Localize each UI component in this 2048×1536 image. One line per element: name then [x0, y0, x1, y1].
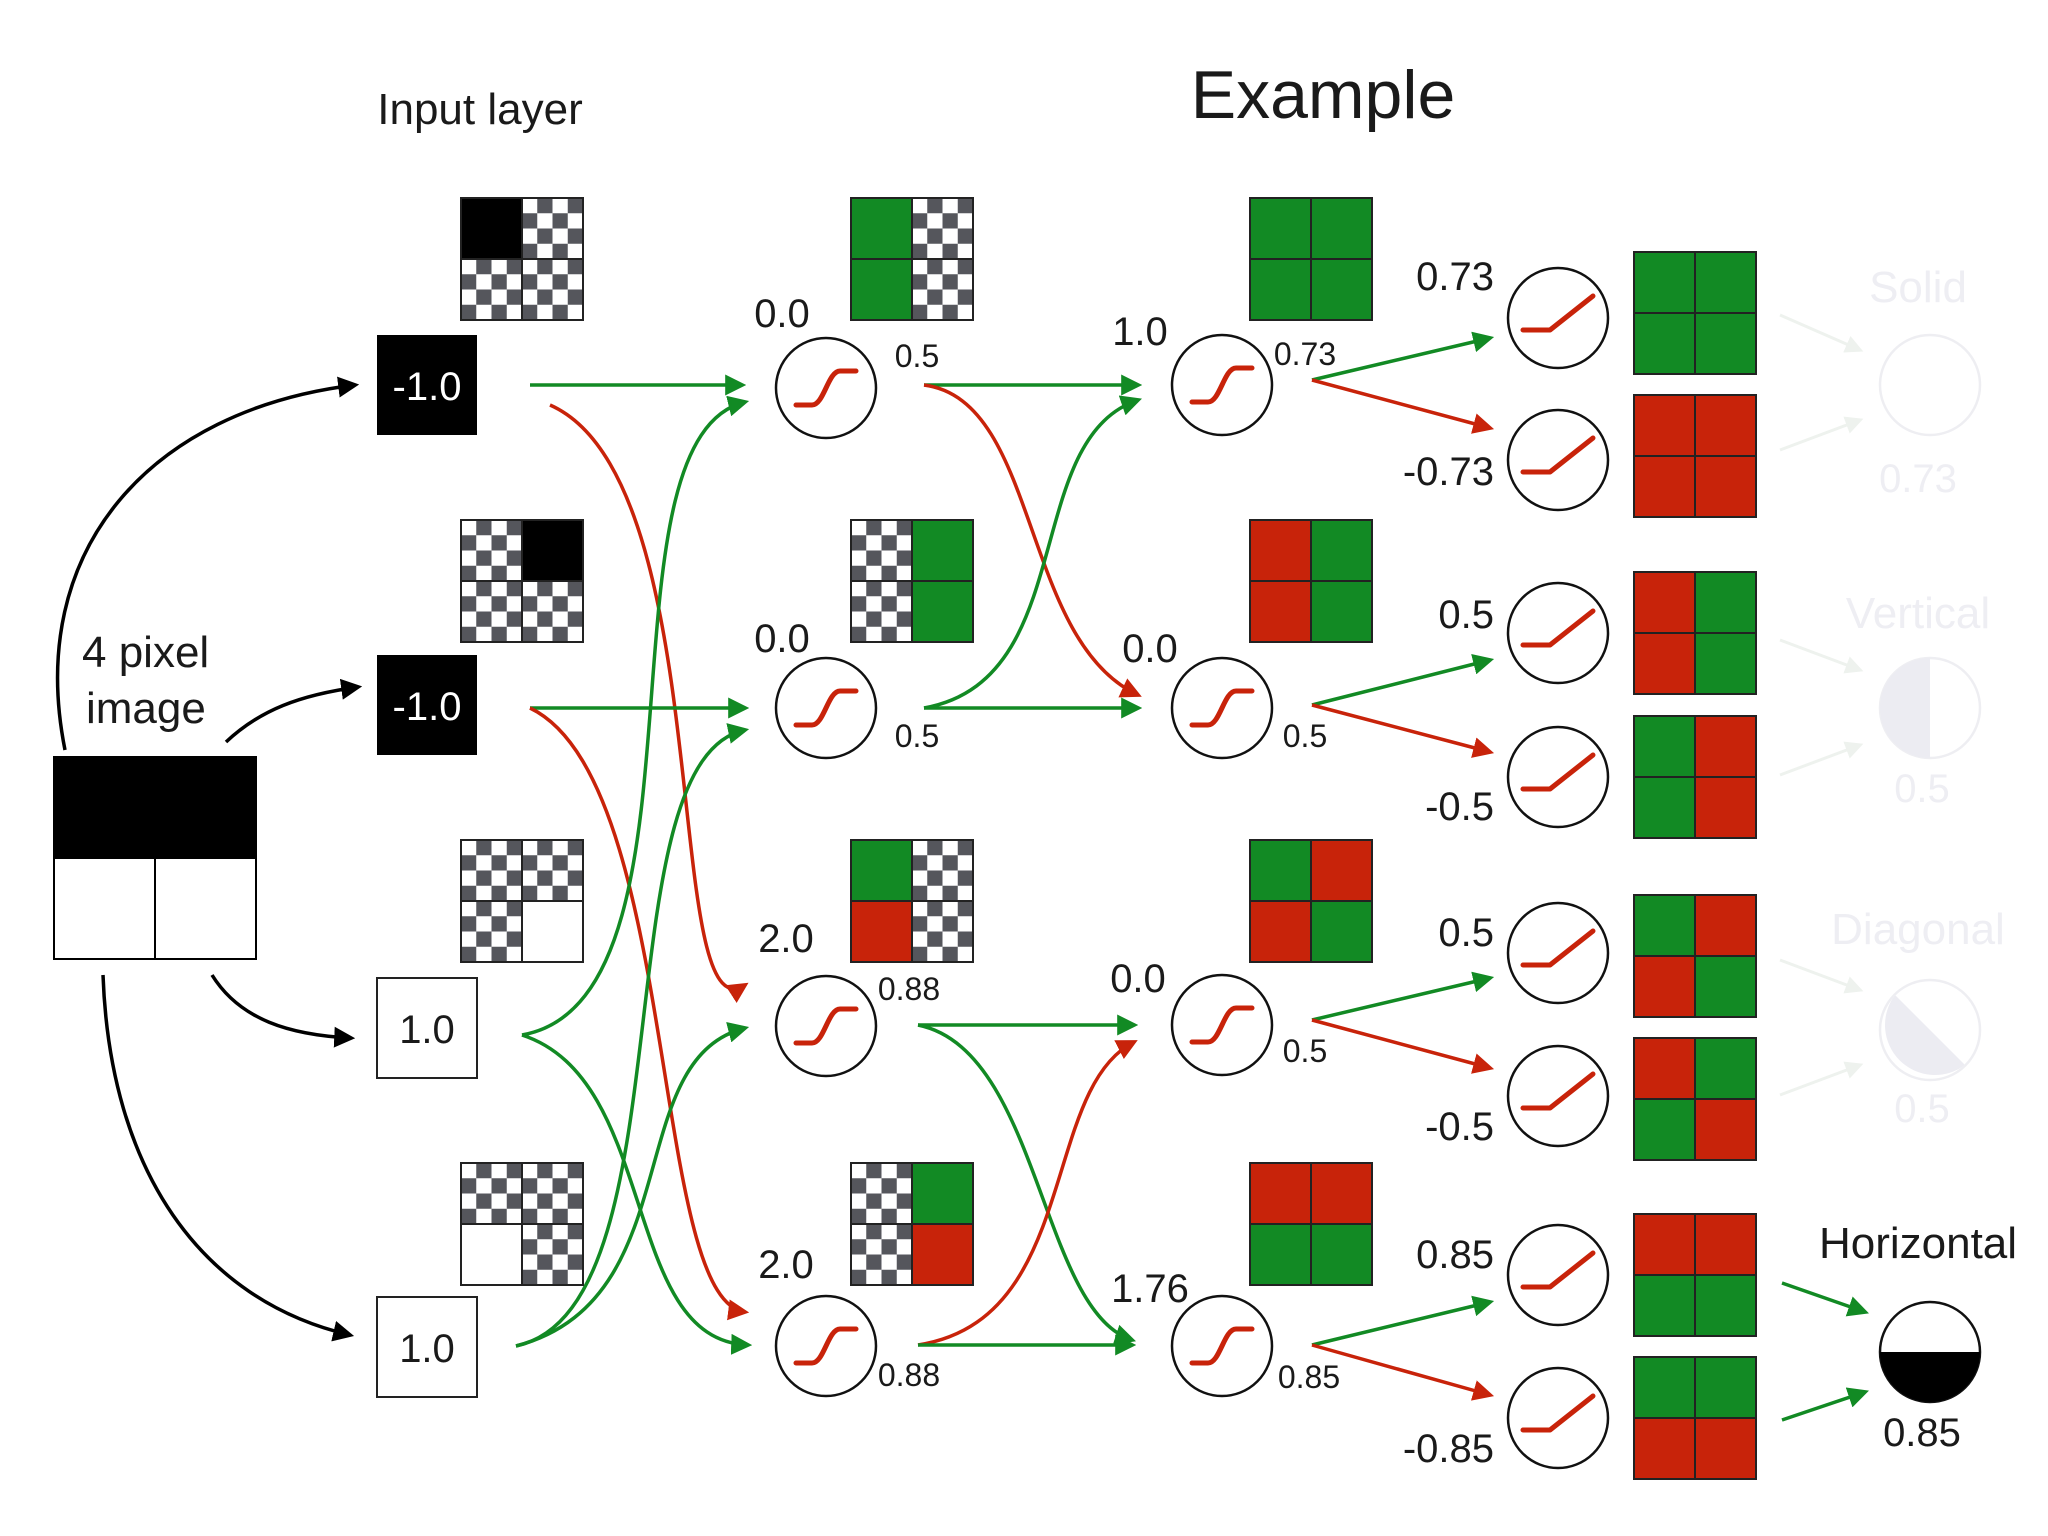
layer1-pattern	[850, 197, 974, 321]
diagram-title: Example	[1191, 57, 1456, 133]
relu-neuron	[1506, 1366, 1610, 1470]
layer3-value: -0.73	[1403, 450, 1494, 494]
input-node-value: 1.0	[399, 1008, 455, 1052]
input-image	[53, 756, 257, 960]
image-label-line2: image	[86, 684, 206, 733]
sigmoid-neuron	[1170, 656, 1274, 760]
layer3-value: -0.5	[1425, 785, 1494, 829]
image-to-input-arrows	[55, 376, 363, 1342]
input-node: -1.0	[377, 335, 477, 435]
relu-neuron	[1506, 408, 1610, 512]
output-horizontal	[1878, 1300, 1982, 1404]
layer2-output-value: 0.85	[1278, 1359, 1340, 1395]
input-layer: -1.0 -1.0 1.0 1.0	[376, 335, 478, 1398]
layer3-pattern	[1633, 394, 1757, 518]
relu-neuron	[1506, 266, 1610, 370]
output-diagonal	[1878, 978, 1982, 1082]
layer3-pattern	[1633, 1037, 1757, 1161]
layer2-pattern	[1249, 197, 1373, 321]
layer2-output-value: 0.5	[1283, 718, 1327, 754]
sigmoid-neuron	[1170, 333, 1274, 437]
layer3-pattern	[1633, 1213, 1757, 1337]
layer1-output-value: 0.88	[878, 1357, 940, 1393]
layer2-input-value: 1.76	[1111, 1267, 1189, 1311]
output-label-diagonal: Diagonal	[1831, 905, 2005, 954]
layer1-pattern	[850, 1162, 974, 1286]
layer1-labels: 0.0 0.5 0.0 0.5 2.0 0.88 2.0 0.88	[754, 292, 940, 1393]
layer3-value: 0.5	[1438, 593, 1494, 637]
layer2-output-value: 0.73	[1274, 336, 1336, 372]
input-layer-label: Input layer	[377, 85, 582, 134]
output-vertical	[1878, 656, 1982, 760]
input-node-value: -1.0	[393, 685, 462, 729]
output-value-vertical: 0.5	[1894, 767, 1950, 811]
output-value-solid: 0.73	[1879, 457, 1957, 501]
layer3-pattern	[1633, 1356, 1757, 1480]
layer1-input-value: 0.0	[754, 617, 810, 661]
sigmoid-neuron	[1170, 1294, 1274, 1398]
layer1-output-value: 0.5	[895, 338, 939, 374]
layer1-input-value: 2.0	[758, 917, 814, 961]
output-labels: Solid 0.73 Vertical 0.5 Diagonal 0.5 Hor…	[1819, 263, 2017, 1455]
layer3-labels: 0.73 -0.73 0.5 -0.5 0.5 -0.5 0.85 -0.85	[1403, 255, 1494, 1471]
sigmoid-neuron	[774, 656, 878, 760]
filter-top-right	[460, 519, 584, 643]
input-node: 1.0	[376, 1296, 478, 1398]
layer3-pattern	[1633, 251, 1757, 375]
layer2-input-value: 1.0	[1112, 310, 1168, 354]
horizontal-output-arrows	[1781, 1281, 1869, 1422]
relu-neuron	[1506, 901, 1610, 1005]
layer3-value: -0.85	[1403, 1427, 1494, 1471]
layer1-pattern	[850, 519, 974, 643]
layer1-output-value: 0.88	[878, 971, 940, 1007]
filter-bottom-right	[460, 839, 584, 963]
layer3-value: 0.85	[1416, 1233, 1494, 1277]
relu-neuron	[1506, 1044, 1610, 1148]
layer3-value: 0.5	[1438, 911, 1494, 955]
layer2-input-value: 0.0	[1110, 957, 1166, 1001]
filter-top-left	[460, 197, 584, 321]
layer3-pattern	[1633, 894, 1757, 1018]
layer2-output-value: 0.5	[1283, 1033, 1327, 1069]
layer1-input-value: 0.0	[754, 292, 810, 336]
output-solid	[1878, 333, 1982, 437]
layer2-pattern	[1249, 519, 1373, 643]
sigmoid-neuron	[774, 974, 878, 1078]
layer1-input-value: 2.0	[758, 1243, 814, 1287]
output-label-solid: Solid	[1869, 263, 1967, 312]
faint-output-arrows	[1779, 313, 1864, 1097]
output-value-diagonal: 0.5	[1894, 1087, 1950, 1131]
layer3-pattern	[1633, 715, 1757, 839]
input-node-value: 1.0	[399, 1327, 455, 1371]
layer2-input-value: 0.0	[1122, 627, 1178, 671]
layer3-pattern	[1633, 571, 1757, 695]
layer2-to-layer3-connections	[1311, 331, 1495, 1401]
layer2-pattern	[1249, 839, 1373, 963]
sigmoid-neuron	[1170, 973, 1274, 1077]
filter-bottom-left	[460, 1162, 584, 1286]
output-value-horizontal: 0.85	[1883, 1411, 1961, 1455]
layer1-output-value: 0.5	[895, 718, 939, 754]
input-node: -1.0	[377, 655, 477, 755]
input-node: 1.0	[376, 977, 478, 1079]
layer1-pattern	[850, 839, 974, 963]
sigmoid-neuron	[774, 1294, 878, 1398]
output-label-vertical: Vertical	[1846, 589, 1990, 638]
relu-neuron	[1506, 581, 1610, 685]
relu-neuron	[1506, 725, 1610, 829]
input-to-layer1-connections	[515, 374, 753, 1355]
sigmoid-neuron	[774, 336, 878, 440]
relu-neuron	[1506, 1223, 1610, 1327]
image-label-line1: 4 pixel	[82, 628, 209, 677]
layer1-to-layer2-connections	[917, 374, 1143, 1356]
layer2-labels: 1.0 0.73 0.0 0.5 0.0 0.5 1.76 0.85	[1110, 310, 1340, 1395]
layer3-value: -0.5	[1425, 1105, 1494, 1149]
input-node-value: -1.0	[393, 365, 462, 409]
output-label-horizontal: Horizontal	[1819, 1219, 2017, 1268]
layer2-pattern	[1249, 1162, 1373, 1286]
layer3-value: 0.73	[1416, 255, 1494, 299]
